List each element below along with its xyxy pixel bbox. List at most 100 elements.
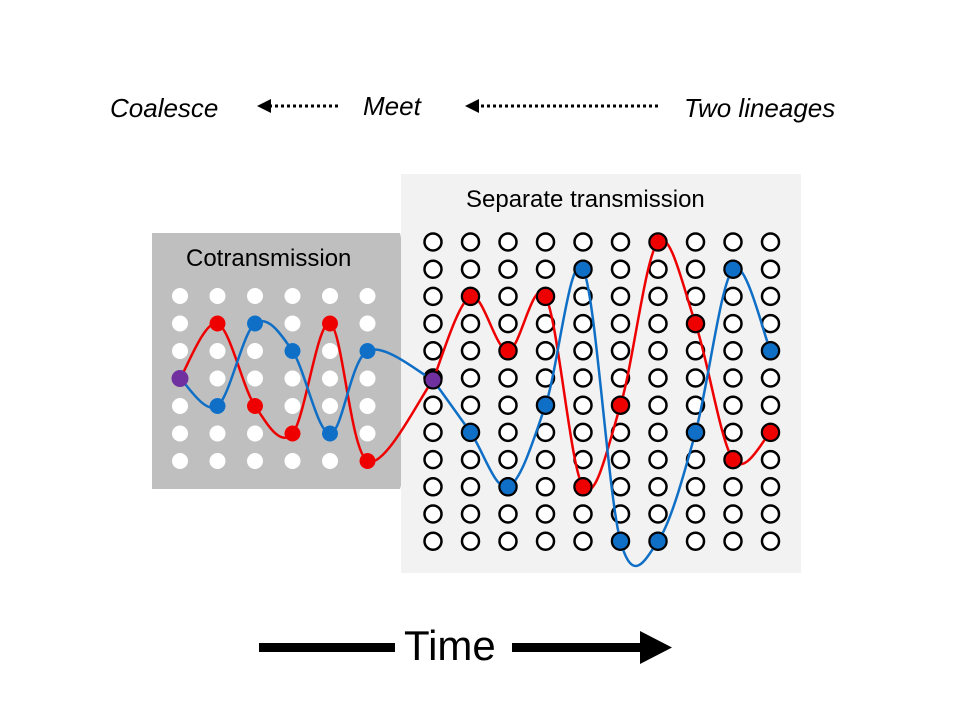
red-lineage-dot <box>761 422 780 442</box>
cotransmission-grid-dot <box>284 453 301 469</box>
cotransmission-grid-dot <box>209 453 226 469</box>
separate-grid-dot <box>685 477 706 497</box>
blue-lineage-dot <box>322 425 338 442</box>
meet-to-coalesce-arrow <box>257 99 338 113</box>
cotransmission-grid-dot <box>172 288 188 304</box>
meet-label: Meet <box>363 91 423 121</box>
separate-grid-dot <box>460 341 481 361</box>
separate-grid-dot <box>423 504 443 524</box>
separate-grid-dot <box>610 477 631 497</box>
time-arrow <box>259 631 672 664</box>
meet-dot <box>423 370 443 390</box>
separate-grid-dot <box>498 286 518 307</box>
separate-grid-dot <box>535 504 556 524</box>
red-lineage-dot <box>359 453 376 469</box>
separate-grid-dot <box>685 504 706 524</box>
cotransmission-label: Cotransmission <box>186 245 351 272</box>
separate-grid-dot <box>723 422 743 443</box>
blue-lineage-dot <box>247 315 263 332</box>
cotransmission-grid-dot <box>284 370 301 387</box>
separate-grid-dot <box>648 368 668 388</box>
separate-grid-dot <box>610 232 631 252</box>
separate-grid-dot <box>498 232 518 252</box>
cotransmission-grid-dot <box>247 453 263 469</box>
red-lineage-dot <box>611 395 630 415</box>
cotransmission-grid-dot <box>284 398 301 414</box>
cotransmission-grid-dot <box>359 425 376 442</box>
separate-grid-dot <box>423 395 443 415</box>
cotransmission-grid-dot <box>284 315 301 332</box>
separate-grid-dot <box>723 368 743 388</box>
separate-grid-dot <box>760 232 781 252</box>
separate-grid-dot <box>648 477 668 497</box>
separate-grid-dot <box>573 341 593 361</box>
separate-grid-dot <box>760 286 781 307</box>
cotransmission-grid-dot <box>322 398 338 414</box>
separate-grid-dot <box>498 504 518 524</box>
separate-grid-dot <box>648 422 668 443</box>
separate-grid-dot <box>460 259 481 279</box>
blue-lineage-dot <box>611 531 630 551</box>
cotransmission-grid-dot <box>247 370 263 387</box>
separate-grid-dot <box>573 232 593 252</box>
cotransmission-grid-dot <box>247 288 263 304</box>
separate-grid-dot <box>498 422 518 443</box>
separate-grid-dot <box>423 313 443 334</box>
cotransmission-grid-dot <box>172 453 188 469</box>
separate-grid-dot <box>573 286 593 307</box>
separate-grid-dot <box>610 286 631 307</box>
separate-grid-dot <box>573 395 593 415</box>
separate-grid-dot <box>723 395 743 415</box>
separate-grid-dot <box>535 232 556 252</box>
separate-grid-dot <box>460 504 481 524</box>
separate-grid-dot <box>648 395 668 415</box>
red-lineage-dot <box>322 315 338 332</box>
separate-grid-dot <box>610 313 631 334</box>
red-lineage-separate-curve <box>431 238 772 492</box>
separate-grid-dot <box>460 449 481 470</box>
separate-grid-dot <box>460 232 481 252</box>
separate-grid-dot <box>460 477 481 497</box>
red-lineage-dot <box>498 341 518 361</box>
separate-grid-dot <box>423 232 443 252</box>
separate-grid-dot <box>573 504 593 524</box>
cotransmission-grid-dot <box>209 343 226 359</box>
separate-grid-dot <box>760 477 781 497</box>
cotransmission-grid-dot <box>247 343 263 359</box>
red-lineage-dot <box>284 425 301 442</box>
cotransmission-grid-dot <box>172 398 188 414</box>
separate-grid-dot <box>423 286 443 307</box>
red-lineage-dot <box>209 315 226 332</box>
separate-grid-dot <box>723 531 743 551</box>
blue-lineage-dot <box>723 259 743 279</box>
red-lineage-dot <box>686 314 705 334</box>
separate-grid-dot <box>760 504 781 524</box>
time-label: Time <box>404 622 496 669</box>
separate-grid-dot <box>723 341 743 361</box>
separate-grid-dot <box>760 449 781 470</box>
separate-grid-dot <box>498 449 518 470</box>
red-lineage-dot <box>461 286 480 306</box>
blue-lineage-dot <box>686 422 705 442</box>
separate-grid-dot <box>760 531 781 551</box>
separate-grid-dot <box>498 368 518 388</box>
cotransmission-grid-dot <box>322 370 338 387</box>
blue-lineage-dot <box>209 398 226 414</box>
separate-grid-dot <box>423 449 443 470</box>
cotransmission-grid-dot <box>359 398 376 414</box>
cotransmission-grid-dot <box>359 315 376 332</box>
separate-grid-dot <box>460 395 481 415</box>
separate-grid-dot <box>723 477 743 497</box>
blue-lineage-dot <box>359 343 376 359</box>
blue-lineage-dot <box>761 341 780 361</box>
blue-lineage-dot <box>498 477 518 497</box>
separate-grid-dot <box>610 341 631 361</box>
separate-grid-dot <box>648 449 668 470</box>
cotransmission-grid-dot <box>359 288 376 304</box>
cotransmission-grid-dot <box>284 288 301 304</box>
red-lineage-dot <box>536 286 555 306</box>
lineages-to-meet-arrow <box>465 99 658 113</box>
separate-grid-dot <box>460 368 481 388</box>
lineage-dots <box>171 232 780 551</box>
